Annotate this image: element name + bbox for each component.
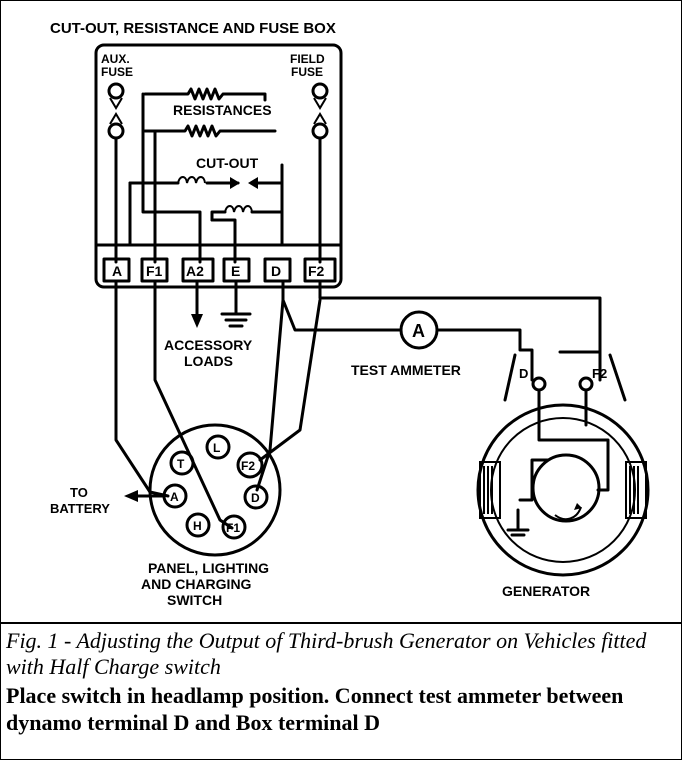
switch-label-2: AND CHARGING (141, 576, 252, 592)
resistances-label: RESISTANCES (173, 102, 272, 118)
generator-internals (479, 388, 647, 537)
wire-f1-to-switch (153, 279, 234, 530)
generator-d-terminal (531, 376, 547, 392)
earth-icon (220, 279, 252, 328)
box-terminals: A F1 A2 E D F2 (102, 257, 337, 283)
ammeter-circuit-wire (281, 279, 534, 382)
generator-bracket (503, 353, 627, 402)
switch-terminal-l: L (213, 441, 220, 455)
aux-fuse-label-2: FUSE (101, 65, 133, 79)
terminal-d: D (271, 263, 281, 279)
generator-f2-terminal (578, 376, 594, 392)
switch-terminal-f1: F1 (226, 521, 240, 535)
accessory-loads-arrow (191, 279, 203, 328)
terminal-a2: A2 (186, 263, 204, 279)
wire-f2-to-switch (258, 298, 322, 462)
generator-label: GENERATOR (502, 583, 590, 599)
fuse-box (94, 43, 343, 289)
switch-label-1: PANEL, LIGHTING (148, 560, 269, 576)
accessory-loads-label-1: ACCESSORY (164, 337, 253, 353)
field-fuse (311, 82, 329, 140)
terminal-f1: F1 (146, 263, 163, 279)
resistance-2 (143, 124, 277, 138)
generator-f2-label: F2 (592, 366, 607, 381)
cutout-relay (128, 163, 284, 264)
test-ammeter-symbol: A (412, 321, 425, 341)
terminal-a: A (112, 263, 122, 279)
field-fuse-label-2: FUSE (291, 65, 323, 79)
field-wire (318, 279, 602, 382)
switch-terminals: T L F2 A D H F1 (162, 434, 269, 540)
resistance-1 (143, 87, 267, 102)
switch-terminal-h: H (193, 519, 202, 533)
switch-terminal-f2: F2 (241, 459, 255, 473)
box-title: CUT-OUT, RESISTANCE AND FUSE BOX (50, 20, 336, 37)
wiring-diagram: CUT-OUT, RESISTANCE AND FUSE BOX AUX. FU… (50, 20, 650, 608)
charging-switch (148, 423, 282, 557)
accessory-loads-label-2: LOADS (184, 353, 233, 369)
figure-caption: Fig. 1 - Adjusting the Output of Third-b… (6, 628, 676, 736)
caption-title: Fig. 1 - Adjusting the Output of Third-b… (6, 628, 647, 679)
to-battery-label-1: TO (70, 485, 88, 500)
aux-fuse-label-1: AUX. (101, 52, 130, 66)
test-ammeter-label: TEST AMMETER (351, 362, 461, 378)
terminal-f2: F2 (308, 263, 325, 279)
box-internal-wiring (114, 92, 322, 264)
generator-d-label: D (519, 366, 528, 381)
switch-terminal-d: D (251, 491, 260, 505)
caption-instruction: Place switch in headlamp position. Conne… (6, 683, 624, 735)
cutout-label: CUT-OUT (196, 155, 259, 171)
switch-label-3: SWITCH (167, 592, 222, 608)
generator (476, 403, 650, 577)
terminal-e: E (231, 263, 240, 279)
to-battery-label-2: BATTERY (50, 501, 110, 516)
wiring-diagram-svg: CUT-OUT, RESISTANCE AND FUSE BOX AUX. FU… (50, 20, 650, 608)
caption-divider (0, 622, 682, 624)
switch-terminal-t: T (177, 457, 185, 471)
wire-d-to-switch (255, 298, 285, 492)
switch-terminal-a: A (170, 490, 179, 504)
aux-fuse (107, 82, 125, 140)
wire-a-to-switch (114, 279, 170, 498)
to-battery-arrow (124, 490, 166, 502)
field-fuse-label-1: FIELD (290, 52, 325, 66)
